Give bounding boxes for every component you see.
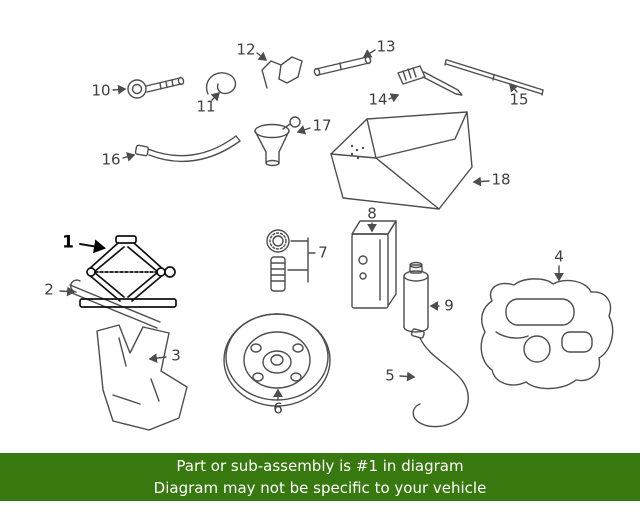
exploded-parts-illustration (59, 49, 614, 431)
part-funnel (254, 116, 301, 167)
callout-18: 18 (491, 170, 511, 189)
part-foam-tray (480, 278, 614, 390)
callout-7: 7 (318, 243, 328, 262)
callout-16: 16 (101, 150, 121, 169)
banner-line-1: Part or sub-assembly is #1 in diagram (176, 456, 464, 475)
callout-3: 3 (171, 346, 181, 365)
callout-arrows (59, 49, 564, 401)
part-spare-wheel (223, 313, 331, 407)
part-tow-hook (127, 76, 185, 99)
callout-17: 17 (312, 116, 332, 135)
callout-6: 6 (273, 399, 283, 418)
part-foam-bracket (96, 324, 188, 431)
part-filler-tube (134, 135, 241, 163)
callout-1: 1 (62, 232, 74, 253)
callout-11: 11 (196, 97, 216, 116)
part-valve-cap (266, 229, 316, 292)
part-canister (403, 261, 429, 333)
callout-5: 5 (385, 366, 395, 385)
part-rod-long (444, 59, 544, 96)
part-hook-wrench (205, 72, 237, 95)
callout-8: 8 (367, 204, 377, 223)
callout-12: 12 (236, 40, 256, 59)
part-bracket (261, 56, 303, 89)
callout-14: 14 (368, 90, 388, 109)
part-rod-short (313, 55, 372, 77)
part-cable (410, 328, 469, 428)
callout-15: 15 (509, 90, 529, 109)
part-scissor-jack-highlighted (79, 235, 177, 308)
callout-4: 4 (554, 247, 564, 266)
callout-13: 13 (376, 37, 396, 56)
callout-10: 10 (91, 81, 111, 100)
banner-line-2: Diagram may not be specific to your vehi… (153, 479, 487, 497)
part-screwdriver (397, 65, 463, 96)
diagram-note-banner: Part or sub-assembly is #1 in diagram Di… (0, 453, 640, 501)
callout-9: 9 (444, 296, 454, 315)
callout-2: 2 (44, 280, 54, 299)
part-sealant-box (351, 220, 397, 309)
part-tool-bag (330, 111, 473, 210)
